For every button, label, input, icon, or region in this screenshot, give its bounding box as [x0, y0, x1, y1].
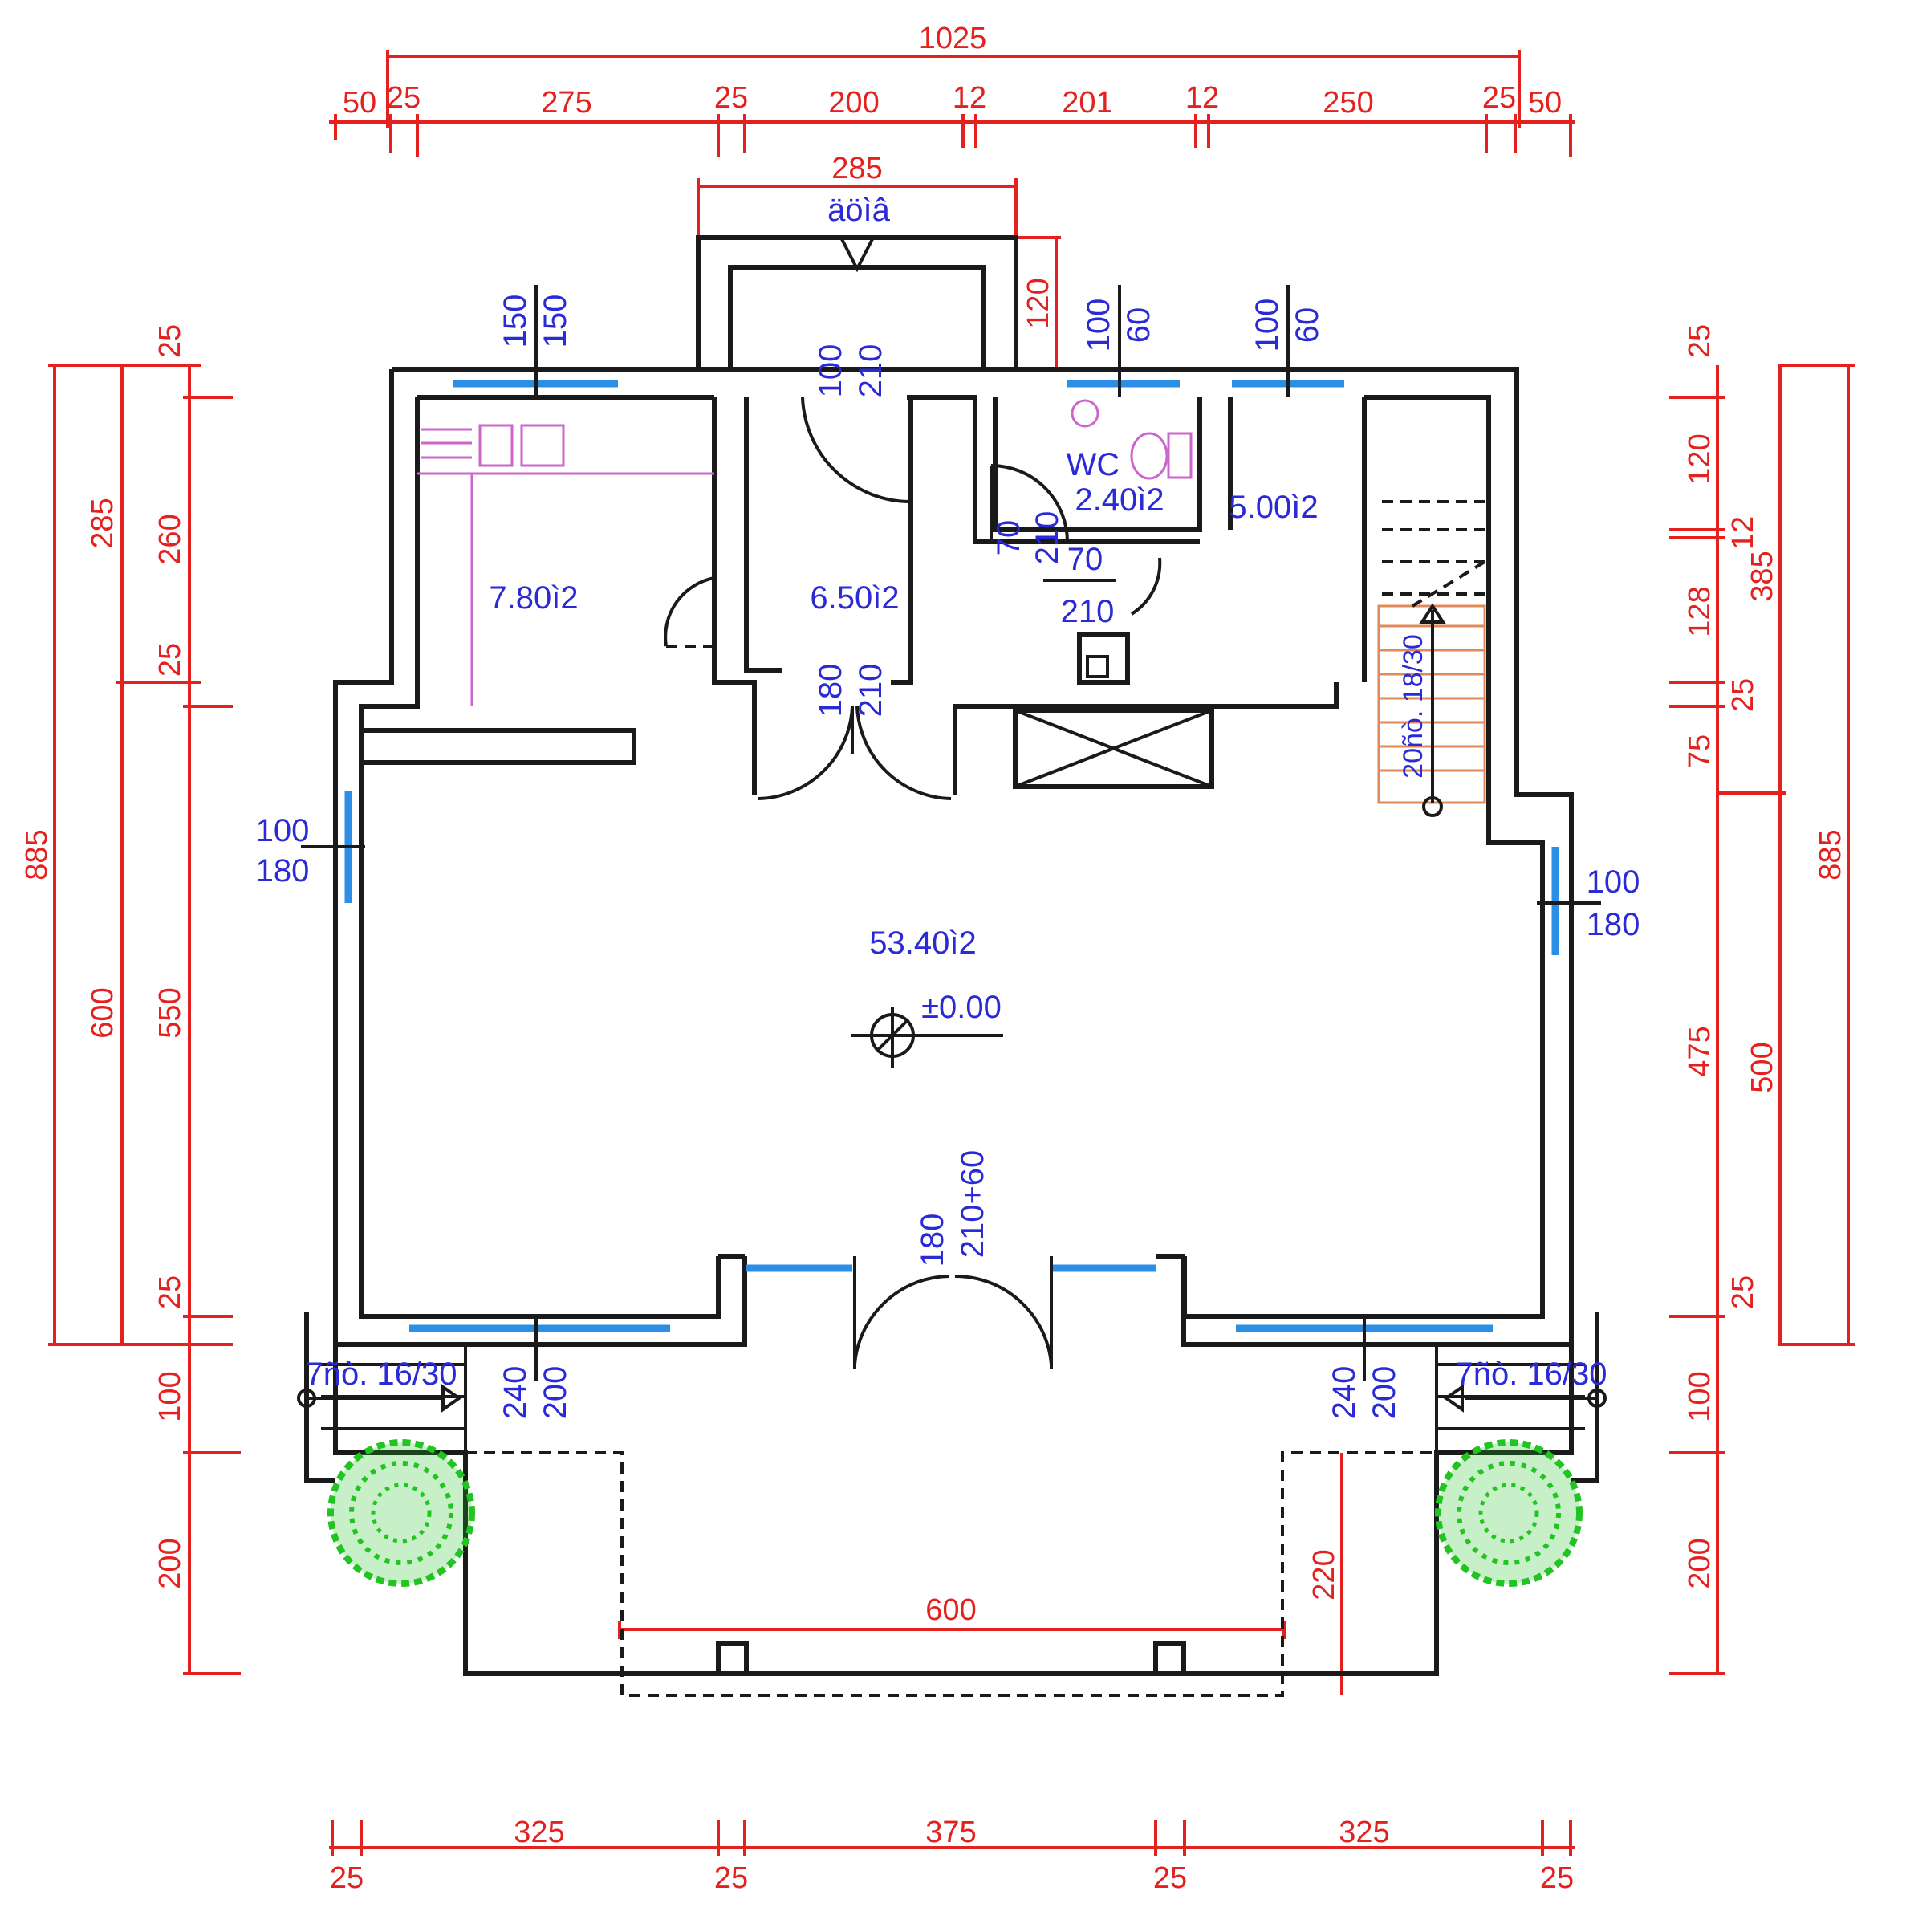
- dim-top-25-right: 25: [1482, 81, 1516, 115]
- stair-inner-label: 20ñò. 18/30: [1398, 634, 1428, 779]
- label-store-window-height: 60: [1290, 307, 1325, 344]
- dim-top-50-right: 50: [1528, 86, 1562, 120]
- dim-right-385: 385: [1745, 551, 1779, 601]
- room-store-area: 5.00ì2: [1229, 490, 1318, 525]
- dim-left-600: 600: [86, 987, 120, 1038]
- room-living-area: 53.40ì2: [869, 925, 976, 961]
- label-wc-door-height: 210: [1030, 511, 1065, 565]
- shaft-cross: [1013, 708, 1214, 789]
- room-wc-name: WC: [1067, 447, 1120, 482]
- dim-right-120: 120: [1683, 433, 1717, 484]
- dim-left-25b: 25: [153, 1275, 187, 1309]
- dim-top-250: 250: [1323, 86, 1373, 120]
- dim-right-overall: 885: [1814, 829, 1847, 880]
- label-kitchen-window-width: 150: [498, 295, 533, 348]
- dim-bottom-375: 375: [925, 1816, 976, 1849]
- dim-right-12: 12: [1726, 516, 1760, 550]
- left-dimension-lines: [48, 364, 241, 1675]
- dim-bottom-325-left: 325: [514, 1816, 564, 1849]
- room-hall-area: 6.50ì2: [810, 580, 899, 616]
- top-dimension-lines: [329, 50, 1575, 371]
- dim-bottom-325-right: 325: [1339, 1816, 1389, 1849]
- stair-right-label: 7ñò. 16/30: [1455, 1356, 1607, 1392]
- label-living-door-width: 180: [813, 664, 848, 718]
- dim-bottom-25-c: 25: [1153, 1861, 1187, 1895]
- dim-left-285: 285: [86, 498, 120, 548]
- dim-top-275: 275: [541, 86, 591, 120]
- dim-top-25-mid: 25: [714, 81, 748, 115]
- label-wc-window-width: 100: [1081, 299, 1116, 352]
- label-main-door-width: 180: [915, 1214, 950, 1267]
- dim-left-100: 100: [153, 1371, 187, 1422]
- plant-right: [1435, 1439, 1583, 1587]
- label-wc-door-width: 70: [991, 520, 1026, 556]
- bottom-dimension-lines: [329, 1453, 1575, 1856]
- dim-right-128: 128: [1683, 586, 1717, 637]
- label-left-window-height: 180: [256, 853, 310, 889]
- label-left-window-width: 100: [256, 813, 310, 848]
- label-inner-door-width: 70: [1067, 542, 1103, 577]
- dim-porch-depth: 120: [1022, 278, 1055, 328]
- dim-left-550: 550: [153, 987, 187, 1038]
- plant-left: [327, 1439, 475, 1587]
- entrance-steps: [297, 1312, 1607, 1697]
- dim-left-25a: 25: [153, 643, 187, 677]
- level-marker-icon: [851, 1007, 1003, 1068]
- opening-ticks: [301, 285, 1601, 1381]
- label-right-window-height: 180: [1587, 907, 1640, 942]
- dim-left-260: 260: [153, 514, 187, 564]
- label-right-window-width: 100: [1587, 864, 1640, 900]
- dim-right-100: 100: [1683, 1371, 1717, 1422]
- dim-left-25-top: 25: [153, 324, 187, 358]
- dim-porch-width: 285: [831, 152, 882, 185]
- wc-fixtures: [1071, 399, 1193, 480]
- dim-bottom-25-a: 25: [330, 1861, 364, 1895]
- label-hall-door-width: 100: [813, 344, 848, 398]
- dim-right-475: 475: [1683, 1026, 1717, 1076]
- label-kitchen-window-height: 150: [538, 295, 573, 348]
- label-front-right-window-height: 200: [1367, 1366, 1402, 1420]
- dim-top-200: 200: [828, 86, 879, 120]
- kitchen-counter: [417, 424, 714, 706]
- dim-top-50-left: 50: [343, 86, 376, 120]
- label-store-window-width: 100: [1250, 299, 1285, 352]
- dim-left-200: 200: [153, 1538, 187, 1588]
- dim-top-25-left: 25: [387, 81, 421, 115]
- dim-bottom-25-d: 25: [1540, 1861, 1574, 1895]
- dim-right-500: 500: [1745, 1042, 1779, 1092]
- floor-level-label: ±0.00: [921, 990, 1002, 1025]
- right-dimension-lines: [1669, 364, 1855, 1675]
- dim-right-25a: 25: [1726, 678, 1760, 712]
- windows: [344, 380, 1559, 1332]
- label-living-door-height: 210: [853, 664, 888, 718]
- room-wc-area: 2.40ì2: [1075, 482, 1164, 518]
- dim-right-25-top: 25: [1683, 324, 1717, 358]
- dim-terrace-width: 600: [925, 1593, 976, 1627]
- dim-top-12-left: 12: [953, 81, 986, 115]
- dim-bottom-25-b: 25: [714, 1861, 748, 1895]
- walls: [333, 235, 1574, 1347]
- stair-left-label: 7ñò. 16/30: [305, 1356, 457, 1392]
- doors: [664, 237, 1162, 1369]
- label-wc-window-height: 60: [1121, 307, 1156, 344]
- dim-right-200: 200: [1683, 1538, 1717, 1588]
- inner-stair: [1377, 500, 1486, 817]
- dim-terrace-depth: 220: [1307, 1549, 1341, 1600]
- dim-top-201: 201: [1062, 86, 1112, 120]
- label-main-door-height: 210+60: [955, 1150, 990, 1259]
- dim-left-overall: 885: [20, 829, 54, 880]
- label-inner-door-height: 210: [1061, 594, 1115, 629]
- dim-right-75: 75: [1683, 734, 1717, 768]
- dim-right-25b: 25: [1726, 1275, 1760, 1309]
- dim-overall-width: 1025: [919, 22, 987, 55]
- porch-label: äöìâ: [827, 193, 891, 228]
- label-front-left-window-width: 240: [498, 1366, 533, 1420]
- room-kitchen-area: 7.80ì2: [489, 580, 578, 616]
- label-front-right-window-width: 240: [1327, 1366, 1362, 1420]
- label-hall-door-height: 210: [853, 344, 888, 398]
- label-front-left-window-height: 200: [538, 1366, 573, 1420]
- dim-top-12-right: 12: [1185, 81, 1219, 115]
